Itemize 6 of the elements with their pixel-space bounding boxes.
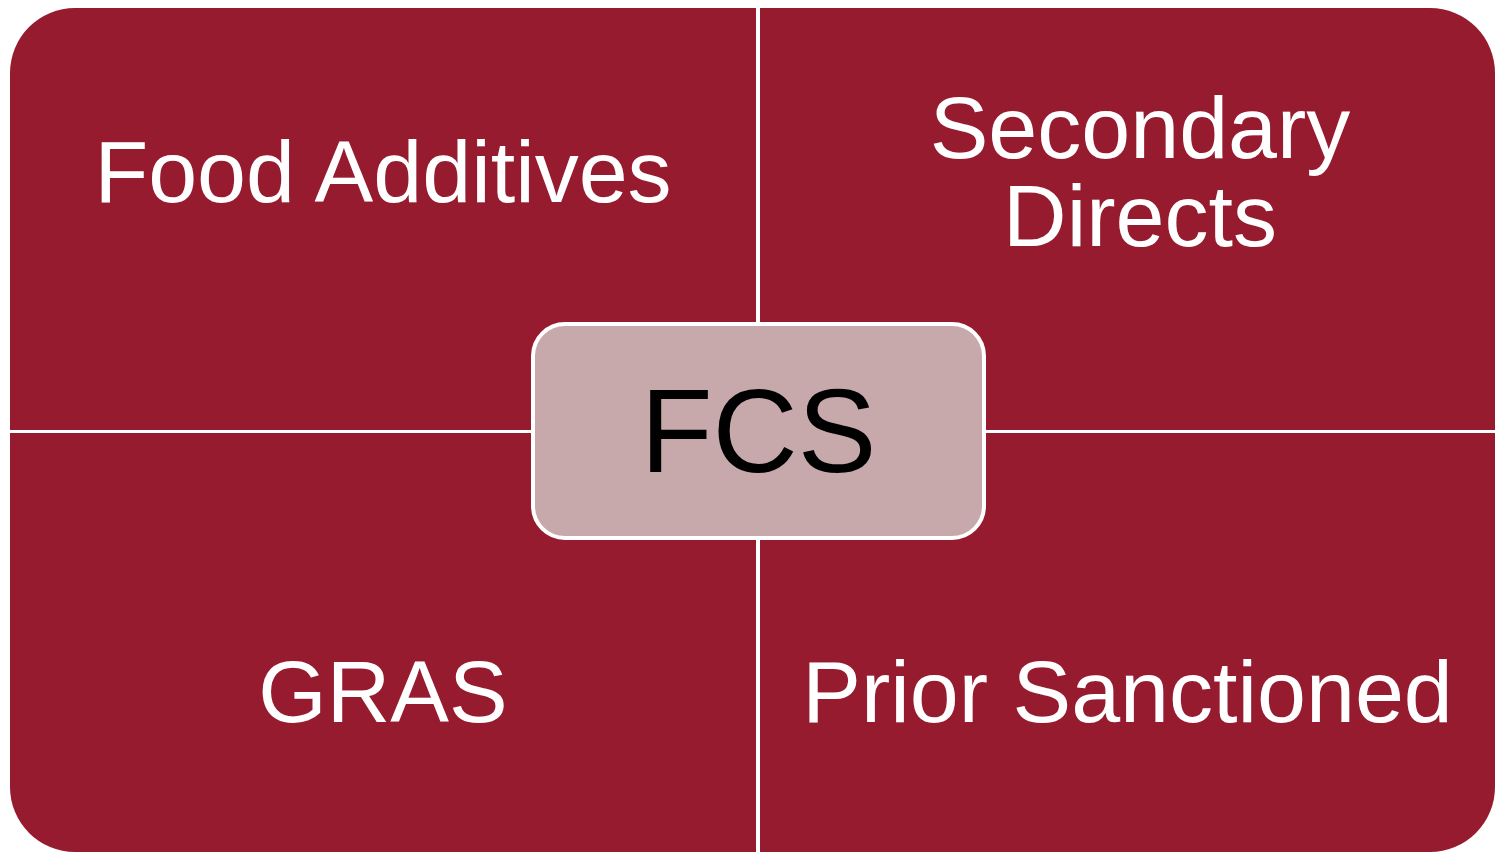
category-label: Prior Sanctioned [801,648,1454,736]
center-label: FCS [640,372,877,490]
category-label: GRAS [257,648,509,736]
category-label: Secondary Directs [928,84,1352,260]
category-label: Food Additives [93,128,673,216]
center-box [531,322,986,540]
